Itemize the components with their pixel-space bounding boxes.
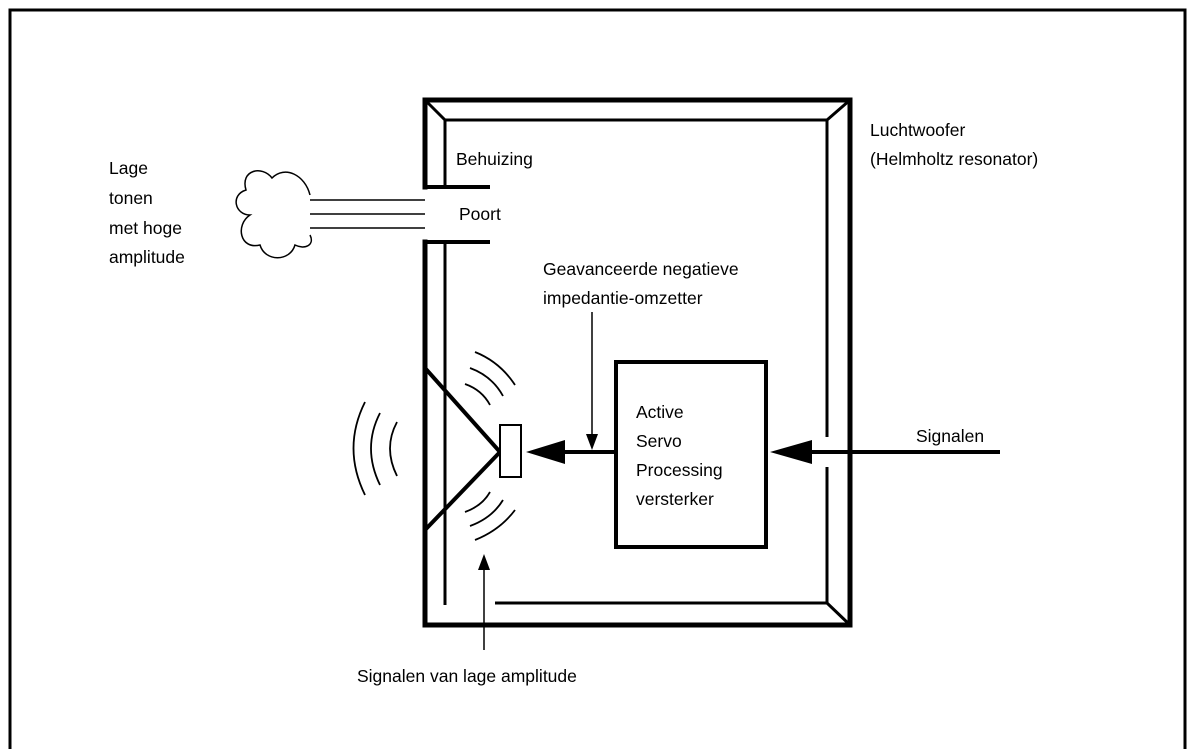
sound-waves-inside-bottom <box>464 491 516 541</box>
sound-cloud-icon <box>235 170 312 259</box>
arrow-signals-in <box>770 440 1000 464</box>
label-port: Poort <box>459 204 501 224</box>
port-lips <box>425 185 490 244</box>
label-woofer-1: Luchtwoofer <box>870 120 966 140</box>
label-low-amplitude: Signalen van lage amplitude <box>357 666 577 686</box>
enclosure <box>422 97 853 628</box>
label-low-tones-2: tonen <box>109 188 153 208</box>
label-signals: Signalen <box>916 426 984 446</box>
label-low-tones-1: Lage <box>109 158 148 178</box>
label-low-tones-3: met hoge <box>109 218 182 238</box>
label-converter-1: Geavanceerde negatieve <box>543 259 739 279</box>
arrow-low-amplitude <box>478 554 490 650</box>
airflow-lines <box>310 199 425 229</box>
speaker-coil <box>499 424 522 478</box>
speaker-cone <box>423 366 502 532</box>
label-converter-2: impedantie-omzetter <box>543 288 703 308</box>
sound-waves-inside-top <box>464 351 516 406</box>
amplifier-box <box>614 360 768 549</box>
enclosure-inner <box>423 98 852 627</box>
label-amp-4: versterker <box>636 489 714 509</box>
label-amp-1: Active <box>636 402 684 422</box>
sound-waves-outside <box>352 401 398 496</box>
outer-frame <box>8 8 1187 749</box>
arrow-converter <box>586 312 598 450</box>
label-woofer-2: (Helmholtz resonator) <box>870 149 1038 169</box>
label-amp-2: Servo <box>636 431 682 451</box>
label-housing: Behuizing <box>456 149 533 169</box>
label-low-tones-4: amplitude <box>109 247 185 267</box>
label-amp-3: Processing <box>636 460 723 480</box>
arrow-amp-to-speaker <box>526 440 616 464</box>
